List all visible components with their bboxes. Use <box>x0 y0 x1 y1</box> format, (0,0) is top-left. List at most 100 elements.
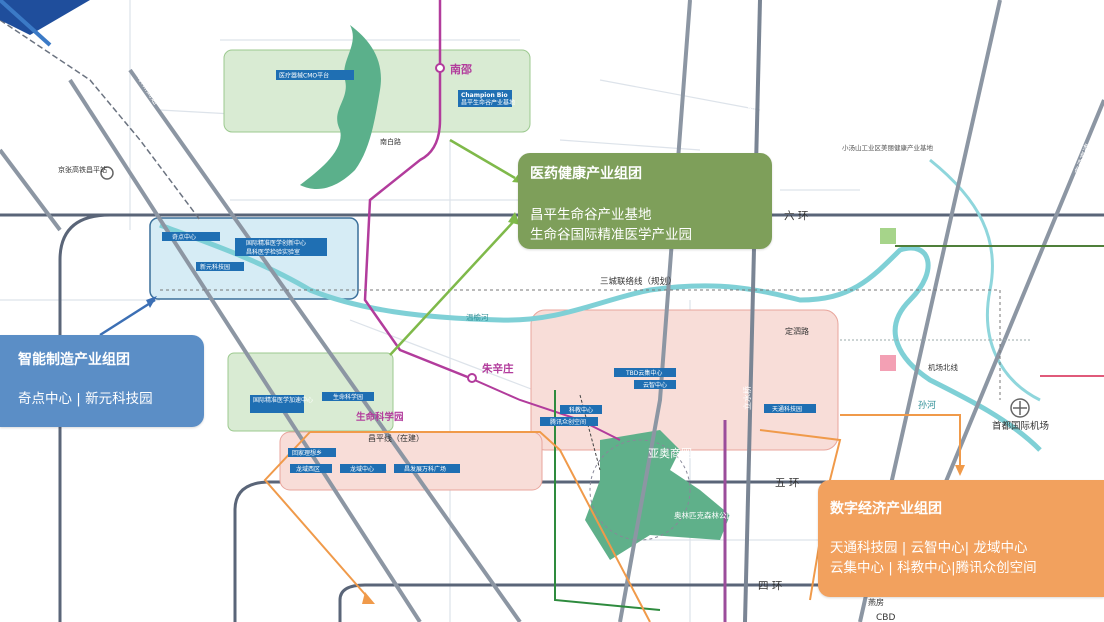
tag-longyu-west: 龙域西区 <box>290 464 332 473</box>
highway-jingcheng-line <box>618 0 692 622</box>
fifth-ring-road <box>233 480 1104 622</box>
tag-tengxun: 腾讯众创空间 <box>540 417 598 426</box>
arrowhead-3 <box>508 212 520 225</box>
metro-line-8 <box>554 390 661 611</box>
river-wenyu <box>159 222 1042 452</box>
label-jingcheng: 京承高速 <box>1072 142 1092 175</box>
svg-text:昌科医学检验实验室: 昌科医学检验实验室 <box>246 248 300 256</box>
label-lishui: 立水桥 <box>742 386 752 410</box>
label-wenyu: 温榆河 <box>466 312 489 322</box>
tag-tiantong: 天通科技园 <box>764 404 816 413</box>
cluster-smart-title: 智能制造产业组团 <box>18 352 130 368</box>
label-life-park: 生命科学园 <box>356 411 404 423</box>
label-changping-line: 昌平线（在建） <box>368 433 424 443</box>
tag-tbd: TBD云集中心 <box>614 368 676 377</box>
green-arrows <box>389 138 516 356</box>
rail-jingzhang <box>0 19 201 221</box>
sancheng-line <box>160 289 1001 400</box>
corner-line <box>0 0 52 47</box>
svg-text:云智中心: 云智中心 <box>643 381 667 389</box>
label-olympic: 奥林匹克森林公园 <box>674 510 734 520</box>
tag-wanke: 昌发展万科广场 <box>394 464 460 473</box>
blue-arrow <box>99 298 156 337</box>
svg-text:医疗器械CMO平台: 医疗器械CMO平台 <box>279 72 329 80</box>
tag-xinyuan: 新元科技园 <box>196 262 244 271</box>
zone-pink-east <box>530 309 839 451</box>
svg-text:国际精准医学加速中心: 国际精准医学加速中心 <box>253 396 313 404</box>
metro-changping-line <box>363 0 471 380</box>
cluster-medical-line1: 昌平生命谷产业基地 <box>530 207 652 223</box>
svg-text:TBD云集中心: TBD云集中心 <box>625 369 662 377</box>
park-green <box>300 25 381 190</box>
svg-text:昌平生命谷产业基地: 昌平生命谷产业基地 <box>461 99 515 107</box>
cluster-medical-box: 医药健康产业组团 昌平生命谷产业基地 生命谷国际精准医学产业园 <box>518 153 772 249</box>
cluster-medical-title: 医药健康产业组团 <box>530 166 642 182</box>
metro-line-east <box>469 377 621 441</box>
label-yaao: 亚奥商圈 <box>648 446 692 460</box>
label-sunhe: 孙河 <box>918 399 936 411</box>
ring-label-fourth: 四 环 <box>758 580 782 592</box>
ring-label-sixth: 六 环 <box>784 210 808 222</box>
tag-kejiao: 科教中心 <box>560 405 602 414</box>
svg-text:国际精准医学创新中心: 国际精准医学创新中心 <box>246 239 306 247</box>
highway-jingzang <box>68 78 422 622</box>
tag-accel: 国际精准医学加速中心 <box>250 395 313 413</box>
cluster-medical-line2: 生命谷国际精准医学产业园 <box>530 227 692 243</box>
tag-life-sci: 生命科学园 <box>322 392 374 401</box>
label-cbd: CBD <box>876 613 895 622</box>
corner-decoration <box>0 0 90 35</box>
label-xiaotangshan: 小汤山工业区美丽健康产业基地 <box>842 143 934 152</box>
svg-text:科教中心: 科教中心 <box>569 406 593 414</box>
tag-champion: Champion Bio 昌平生命谷产业基地 <box>458 90 515 107</box>
label-rail-station: 京张高铁昌平站 <box>58 165 107 174</box>
svg-text:奇点中心: 奇点中心 <box>172 233 196 241</box>
ring-label-fifth: 五 环 <box>775 477 799 489</box>
yaao-circle <box>589 439 691 541</box>
cluster-smart-line1: 奇点中心 | 新元科技园 <box>18 391 153 407</box>
label-jichang-north: 机场北线 <box>928 362 958 372</box>
svg-text:回家理想乡: 回家理想乡 <box>292 449 322 457</box>
label-jingxin: 京新高速 <box>136 74 161 106</box>
arrowhead-5 <box>146 296 157 308</box>
cluster-digital-line2: 云集中心 | 科教中心|腾讯众创空间 <box>830 560 1037 576</box>
label-nanshao: 南邵 <box>450 62 472 76</box>
arrowhead-1 <box>362 592 375 604</box>
cluster-digital-line1: 天通科技园 | 云智中心| 龙域中心 <box>830 540 1028 556</box>
cluster-digital-box: 数字经济产业组团 天通科技园 | 云智中心| 龙域中心 云集中心 | 科教中心|… <box>818 480 1104 597</box>
svg-text:龙域中心: 龙域中心 <box>350 465 374 473</box>
cluster-digital-title: 数字经济产业组团 <box>830 501 942 517</box>
svg-text:昌发展万科广场: 昌发展万科广场 <box>404 465 446 473</box>
svg-text:Champion Bio: Champion Bio <box>461 92 508 99</box>
arrowhead-2 <box>955 465 965 476</box>
station-nanshao-marker <box>435 63 445 73</box>
fourth-ring-road <box>338 583 1104 622</box>
zone-smart <box>149 217 359 300</box>
label-yanfang: 燕房 <box>868 597 884 607</box>
label-sancheng: 三城联络线（规划） <box>600 276 677 287</box>
svg-text:天通科技园: 天通科技园 <box>772 405 802 413</box>
tag-precision: 国际精准医学创新中心 <box>235 238 327 247</box>
label-nanbai: 南白路 <box>380 137 401 146</box>
tag-huiguan: 回家理想乡 <box>288 448 336 457</box>
legend-green-square <box>880 228 896 244</box>
tag-cmo: 医疗器械CMO平台 <box>276 70 354 80</box>
cluster-smart-box: 智能制造产业组团 奇点中心 | 新元科技园 <box>0 335 204 427</box>
svg-text:腾讯众创空间: 腾讯众创空间 <box>550 418 586 426</box>
airport-icon <box>1010 398 1030 418</box>
rail-station-marker <box>100 166 114 180</box>
label-airport: 首都国际机场 <box>992 420 1049 432</box>
station-zhuxinzhuang-marker <box>467 373 477 383</box>
svg-text:新元科技园: 新元科技园 <box>200 263 230 271</box>
label-zhuxinzhuang: 朱辛庄 <box>482 362 514 375</box>
tag-qidian: 奇点中心 <box>162 232 220 241</box>
olympic-forest-park <box>585 430 730 560</box>
label-litang: 立汤路 <box>746 106 756 130</box>
label-dingsi: 定泗路 <box>785 326 809 336</box>
tag-longyu: 龙域中心 <box>340 464 386 473</box>
tag-yunzhi: 云智中心 <box>634 380 676 389</box>
tag-lab: 昌科医学检验实验室 <box>235 247 327 256</box>
legend-pink-square <box>880 355 896 371</box>
svg-text:生命科学园: 生命科学园 <box>333 393 363 401</box>
svg-text:龙域西区: 龙域西区 <box>296 465 320 473</box>
